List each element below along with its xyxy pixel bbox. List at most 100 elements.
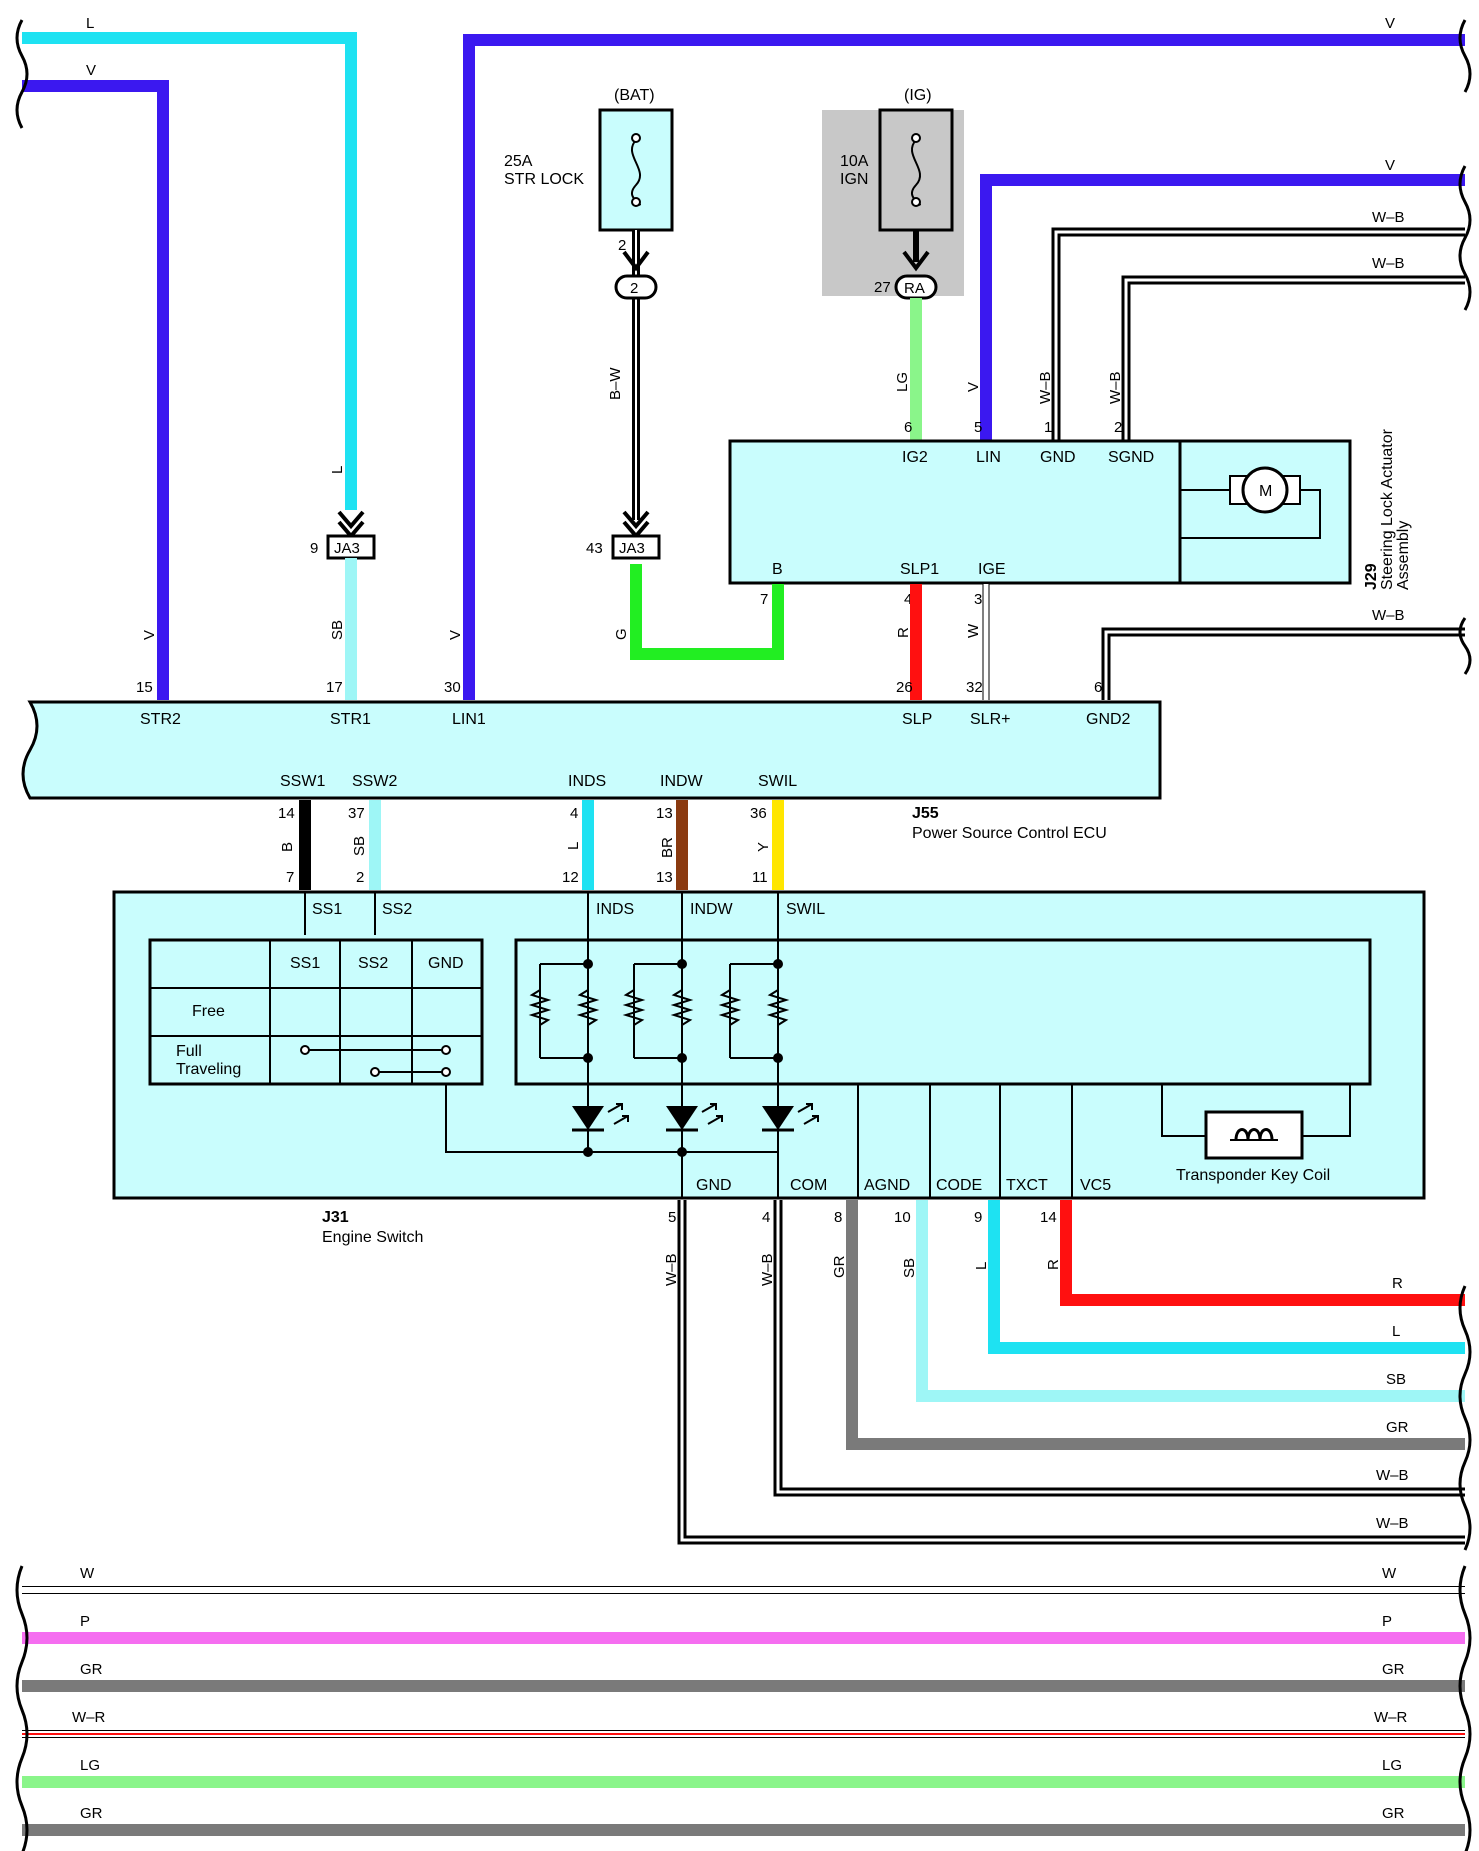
- wire-label-lin1: V: [447, 630, 464, 640]
- j31-term-vc5: VC5: [1080, 1177, 1111, 1194]
- j55-pin-indw: 13: [656, 805, 673, 822]
- j31-term-ss1: SS1: [312, 901, 342, 918]
- connector-ra-label: RA: [904, 280, 925, 297]
- fuse-ig-source: (IG): [904, 87, 932, 104]
- bus-label-left: GR: [80, 1661, 103, 1678]
- j31-pin-agnd: 8: [834, 1209, 842, 1226]
- wire-label-slr-w: W: [965, 623, 982, 638]
- j31-pin-ss1: 7: [286, 869, 294, 886]
- wire-v-lin1: [463, 34, 1465, 700]
- wire-label-code: SB: [901, 1258, 918, 1278]
- j55-pin-lin1: 30: [444, 679, 461, 696]
- switch-position-table: SS1 SS2 GND Free Full Traveling: [148, 938, 484, 1086]
- coil-icon: [1234, 1128, 1274, 1141]
- junction-ja3-a-pin: 9: [310, 540, 318, 557]
- wire-label-swil: Y: [755, 842, 772, 852]
- connector-2-label: 2: [630, 280, 638, 297]
- wire-wb-sgnd: [1121, 275, 1465, 440]
- j31-pin-vc5: 14: [1040, 1209, 1057, 1226]
- j31-pin-code: 10: [894, 1209, 911, 1226]
- wire-label-ssw1: B: [279, 842, 296, 852]
- wire-label-slp-r: R: [895, 627, 912, 638]
- led-inds-icon: [572, 1103, 629, 1132]
- wire-label-right-wb1: W–B: [1376, 1467, 1409, 1484]
- bus-label-left: P: [80, 1613, 90, 1630]
- bus-label-right: LG: [1382, 1757, 1402, 1774]
- j29-term-b: B: [772, 561, 783, 578]
- wire-label-right-l: L: [1392, 1323, 1400, 1340]
- bus-label-left: GR: [80, 1805, 103, 1822]
- wire-r-vc5: [1060, 1200, 1465, 1306]
- junction-ja3-a-label: JA3: [334, 540, 360, 557]
- wire-label-str1-up: L: [329, 466, 346, 474]
- j29-term-slp1: SLP1: [900, 561, 939, 578]
- break-mark-top-left: [15, 19, 29, 129]
- j29-title-2: Assembly: [1395, 521, 1412, 590]
- j55-pin-str1: 17: [326, 679, 343, 696]
- wire-label-lin-v: V: [965, 382, 982, 392]
- table-head-gnd: GND: [428, 955, 464, 972]
- j29-term-lin: LIN: [976, 449, 1001, 466]
- led-indw-icon: [666, 1103, 723, 1132]
- connector-2: [614, 274, 658, 300]
- j55-term-slp: SLP: [902, 711, 932, 728]
- wire-label-right-r: R: [1392, 1275, 1403, 1292]
- wire-gr-agnd: [846, 1200, 1465, 1450]
- break-mark-top-right: [1458, 19, 1472, 93]
- j55-term-ssw2: SSW2: [352, 773, 397, 790]
- j31-pin-swil: 11: [752, 869, 768, 886]
- wire-label-wb2: W–B: [1372, 255, 1405, 272]
- j31-term-swil: SWIL: [786, 901, 825, 918]
- junction-ja3-b: [611, 534, 661, 560]
- table-head-ss2: SS2: [358, 955, 388, 972]
- top-wires: [15, 19, 1472, 700]
- j29-term-ig2: IG2: [902, 449, 928, 466]
- wire-label-str2: V: [141, 630, 158, 640]
- j55-term-ssw1: SSW1: [280, 773, 325, 790]
- wire-label-bw: B–W: [607, 367, 624, 400]
- j55-pin-inds: 4: [570, 805, 578, 822]
- bus-label-left: W–R: [72, 1709, 106, 1726]
- j55-id: J55: [912, 805, 939, 822]
- j31-term-code: CODE: [936, 1177, 982, 1194]
- j55-term-swil: SWIL: [758, 773, 797, 790]
- motor-label: M: [1259, 483, 1272, 500]
- wire-label-gnd-wb: W–B: [1037, 371, 1054, 404]
- wire-v-str2: [22, 80, 169, 700]
- j31-term-inds: INDS: [596, 901, 634, 918]
- j31-pin-indw: 13: [656, 869, 673, 886]
- wire-label-vc5: R: [1045, 1259, 1062, 1270]
- j55-pin-slp: 26: [896, 679, 913, 696]
- j29-id: J29: [1363, 563, 1380, 590]
- j55-pin-str2: 15: [136, 679, 153, 696]
- transponder-coil-label: Transponder Key Coil: [1176, 1167, 1330, 1184]
- bus-label-right: W–R: [1374, 1709, 1408, 1726]
- wire-wb-gnd2: [1101, 627, 1465, 700]
- j31-term-gnd: GND: [696, 1177, 732, 1194]
- j31-pin-txct: 9: [974, 1209, 982, 1226]
- j29-steering-lock-actuator: IG2 LIN GND SGND B SLP1 IGE M: [728, 439, 1352, 585]
- j29-term-ige: IGE: [978, 561, 1006, 578]
- fuse-bat-pin: 2: [618, 237, 626, 254]
- j55-term-inds: INDS: [568, 773, 606, 790]
- table-row-traveling: Traveling: [176, 1061, 241, 1078]
- wire-l-txct: [988, 1200, 1465, 1354]
- j31-pin-com: 4: [762, 1209, 770, 1226]
- junction-ja3-b-pin: 43: [586, 540, 603, 557]
- j31-id: J31: [322, 1209, 349, 1226]
- j31-term-com: COM: [790, 1177, 827, 1194]
- wire-sb-code: [916, 1200, 1465, 1402]
- fuse-ig-amp: 10A: [840, 153, 869, 170]
- j29-pin-slp1: 4: [904, 591, 912, 608]
- bus-label-right: GR: [1382, 1805, 1405, 1822]
- wire-g: [630, 564, 784, 660]
- wire-label-g: G: [613, 628, 630, 640]
- j31-term-ss2: SS2: [382, 901, 412, 918]
- motor-icon: [1241, 466, 1289, 514]
- bus-label-right: W: [1382, 1565, 1397, 1582]
- j29-term-gnd: GND: [1040, 449, 1076, 466]
- wire-label-indw: BR: [659, 837, 676, 858]
- wire-label-txct: L: [973, 1262, 990, 1270]
